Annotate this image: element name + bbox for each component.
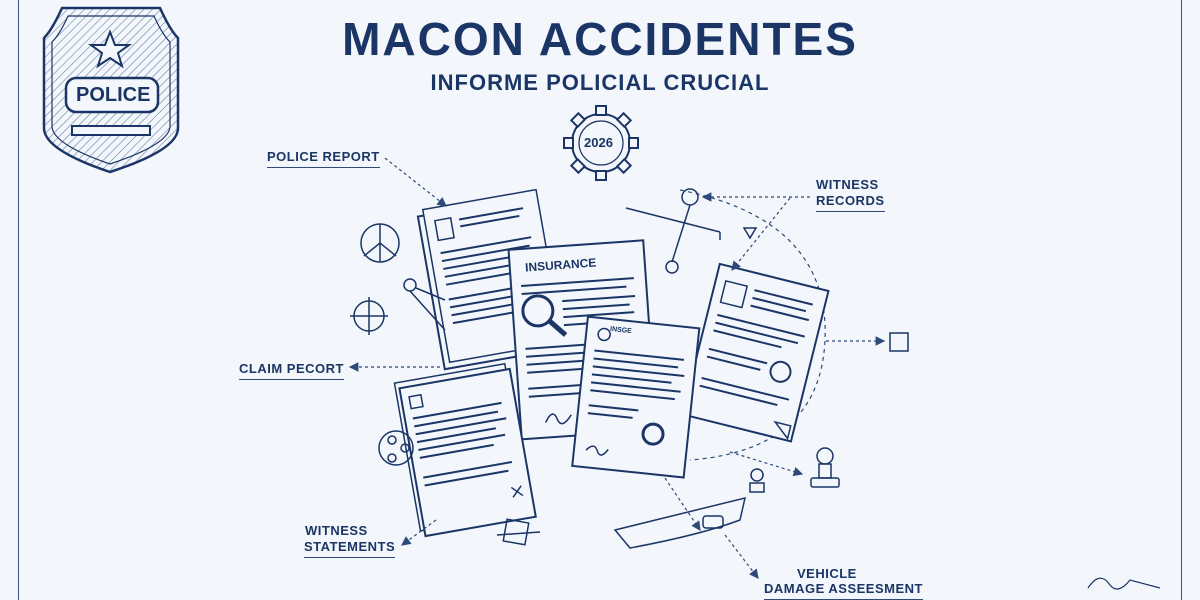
magnifier-icon bbox=[521, 294, 555, 328]
gear-icon bbox=[563, 105, 639, 181]
stamp-icon bbox=[816, 447, 834, 465]
label-witness-statements-line2: STATEMENTS bbox=[304, 539, 396, 558]
badge-label: POLICE bbox=[76, 84, 151, 106]
gear-year: 2026 bbox=[584, 135, 613, 150]
label-witness-records-line2: RECORDS bbox=[816, 193, 885, 212]
page-subtitle: INFORME POLICIAL CRUCIAL bbox=[430, 70, 770, 95]
document-witness-statements bbox=[393, 362, 537, 538]
document-witness-records bbox=[681, 262, 830, 443]
label-witness-statements-line1: WITNESS bbox=[305, 523, 368, 538]
document-claim bbox=[571, 315, 701, 479]
page-title: MACON ACCIDENTES bbox=[342, 13, 858, 65]
label-witness-records-line1: WITNESS bbox=[816, 177, 879, 192]
signature-icon bbox=[1087, 577, 1161, 590]
label-claim-record: CLAIM PECORT bbox=[239, 361, 344, 380]
police-badge-icon bbox=[42, 6, 180, 174]
pin-icon bbox=[681, 188, 699, 206]
page-frame bbox=[18, 0, 1182, 600]
star-icon bbox=[87, 29, 133, 69]
network-icon bbox=[378, 430, 414, 466]
label-police-report: POLICE REPORT bbox=[267, 149, 380, 168]
square-icon bbox=[889, 332, 909, 352]
label-vehicle-damage-line2: DAMAGE ASSEESMENT bbox=[764, 581, 923, 600]
label-vehicle-damage-line1: VEHICLE bbox=[797, 566, 857, 581]
